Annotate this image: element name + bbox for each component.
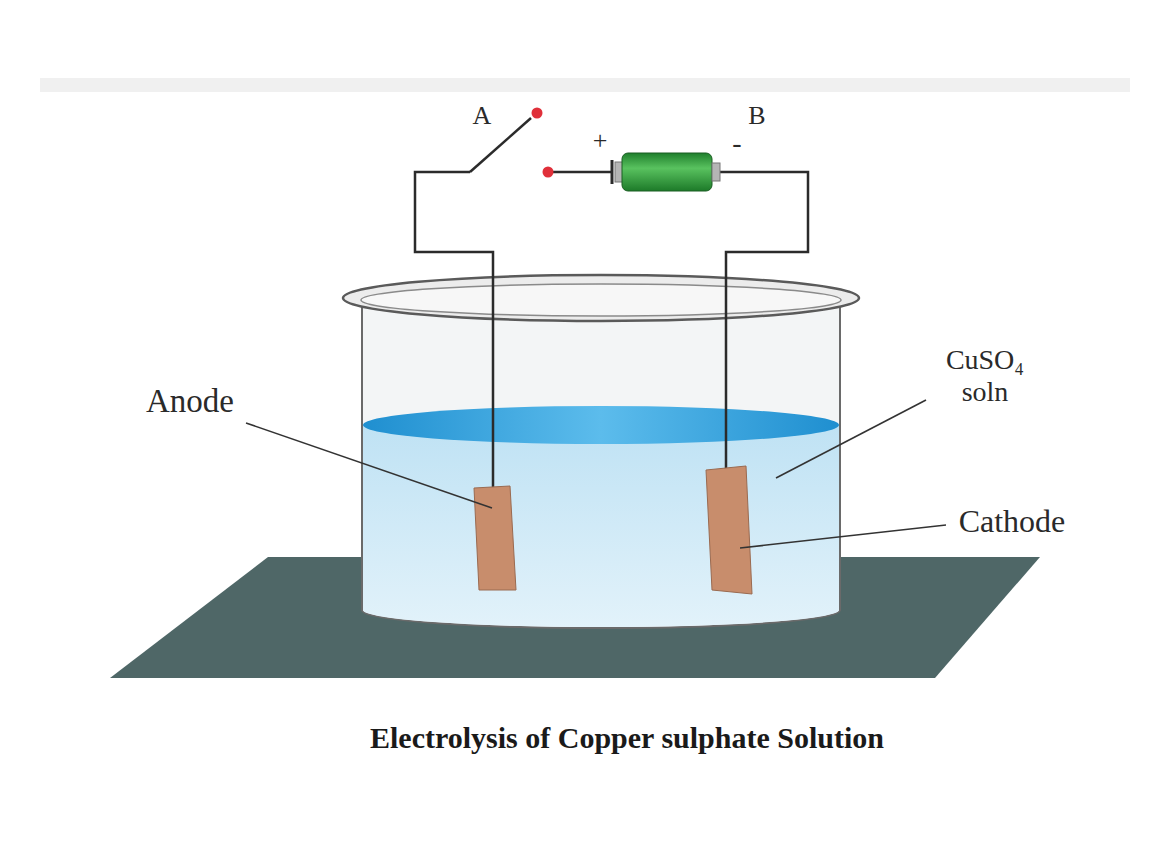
- circuit-wires: [415, 118, 808, 490]
- battery-cell: [622, 153, 712, 191]
- anode-plate: [474, 486, 516, 590]
- beaker-rim-inner: [361, 284, 841, 316]
- cathode-plate: [706, 466, 752, 594]
- terminal-sign: -: [732, 127, 741, 159]
- beaker-body: [362, 300, 840, 628]
- solution-surface: [363, 406, 839, 444]
- leader-lines: [246, 400, 946, 548]
- battery-terminal: [611, 160, 614, 184]
- part-label: Anode: [146, 383, 234, 421]
- part-label: CuSO₄ soln: [925, 344, 1045, 408]
- battery-cap: [712, 163, 720, 181]
- beaker-rim: [343, 275, 859, 321]
- top-strip: [40, 78, 1130, 92]
- part-label: Cathode: [959, 503, 1066, 540]
- switch-contact: [543, 167, 554, 178]
- solution-body: [363, 425, 839, 627]
- switch-label: B: [748, 101, 765, 131]
- diagram-caption: Electrolysis of Copper sulphate Solution: [370, 721, 884, 755]
- switch-contact: [532, 108, 543, 119]
- terminal-sign: +: [593, 126, 608, 156]
- switch-label: A: [473, 101, 492, 131]
